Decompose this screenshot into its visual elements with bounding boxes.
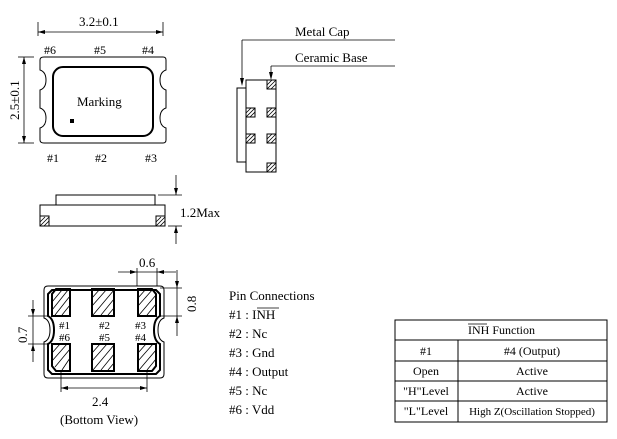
pin-row-2: #2 : Nc: [229, 326, 268, 341]
top-pin-6: #6: [44, 43, 56, 57]
side-view-front: 1.2Max: [39, 175, 221, 244]
pad-pitch-dim: 2.4: [92, 394, 109, 409]
front-ceramic-base: [39, 204, 166, 227]
bottom-pin-5: #5: [99, 332, 111, 344]
inh-function-table: INH Function #1 #4 (Output) Open Active …: [394, 319, 608, 423]
inh-header-output: #4 (Output): [504, 344, 560, 358]
bottom-pin-1: #1: [59, 320, 70, 332]
pin-connections: Pin Connections #1 : INH #2 : Nc #3 : Gn…: [229, 288, 315, 417]
bottom-pin-3: #3: [135, 320, 147, 332]
bottom-view-caption: (Bottom View): [60, 412, 138, 427]
bottom-pin-6: #6: [59, 332, 71, 344]
marking-label: Marking: [77, 94, 122, 109]
bottom-package-outline: [43, 285, 165, 379]
side-view-right: Metal Cap Ceramic Base: [236, 24, 395, 173]
top-metal-cap: [52, 66, 154, 137]
pin-1-inh: INH: [252, 307, 275, 322]
pad-height-dim: 0.8: [184, 296, 199, 312]
inh-row-low-state: "L"Level: [404, 404, 449, 418]
inh-row-low-output: High Z(Oscillation Stopped): [469, 406, 595, 418]
pin-row-4: #4 : Output: [229, 364, 289, 379]
top-package-outline: [39, 56, 167, 144]
pin1-marker-dot: [70, 119, 74, 123]
pin-row-6: #6 : Vdd: [229, 402, 275, 417]
top-pin-3: #3: [145, 151, 157, 165]
pin-row-1: #1 : INH: [229, 307, 275, 322]
bottom-pads: [51, 288, 157, 372]
top-pin-2: #2: [95, 151, 107, 165]
top-width-dim: 3.2±0.1: [79, 14, 119, 29]
ceramic-base-label: Ceramic Base: [295, 50, 368, 65]
top-pin-5: #5: [94, 43, 106, 57]
top-pin-1: #1: [47, 151, 59, 165]
inh-row-open-state: Open: [413, 364, 439, 378]
inh-row-high-state: "H"Level: [403, 384, 449, 398]
inh-row-high-output: Active: [516, 384, 548, 398]
front-height-dim: 1.2Max: [180, 205, 221, 220]
metal-cap-label: Metal Cap: [295, 24, 350, 39]
bottom-view: 0.6 0.8 0.7: [15, 255, 199, 427]
pad-gap-dim: 0.7: [15, 326, 30, 343]
bottom-inner-outline: [47, 289, 161, 375]
top-view: 3.2±0.1 2.5±0.1 Marking #6 #5 #4 #1 #2 #…: [7, 14, 167, 165]
pin-row-3: #3 : Gnd: [229, 345, 275, 360]
side-ceramic-base: [245, 79, 277, 173]
inh-table-title: INH Function: [468, 323, 535, 337]
bottom-pin-4: #4: [135, 332, 147, 344]
pad-width-dim: 0.6: [139, 255, 156, 270]
side-hatch-blocks: [245, 79, 277, 173]
top-pin-4: #4: [142, 43, 154, 57]
pin-connections-title: Pin Connections: [229, 288, 315, 303]
inh-header-pin1: #1: [420, 344, 432, 358]
front-metal-cap: [55, 194, 156, 206]
side-metal-cap: [236, 87, 247, 163]
top-height-dim: 2.5±0.1: [7, 80, 22, 120]
pin-row-5: #5 : Nc: [229, 383, 268, 398]
inh-row-open-output: Active: [516, 364, 548, 378]
bottom-pin-2: #2: [99, 320, 110, 332]
